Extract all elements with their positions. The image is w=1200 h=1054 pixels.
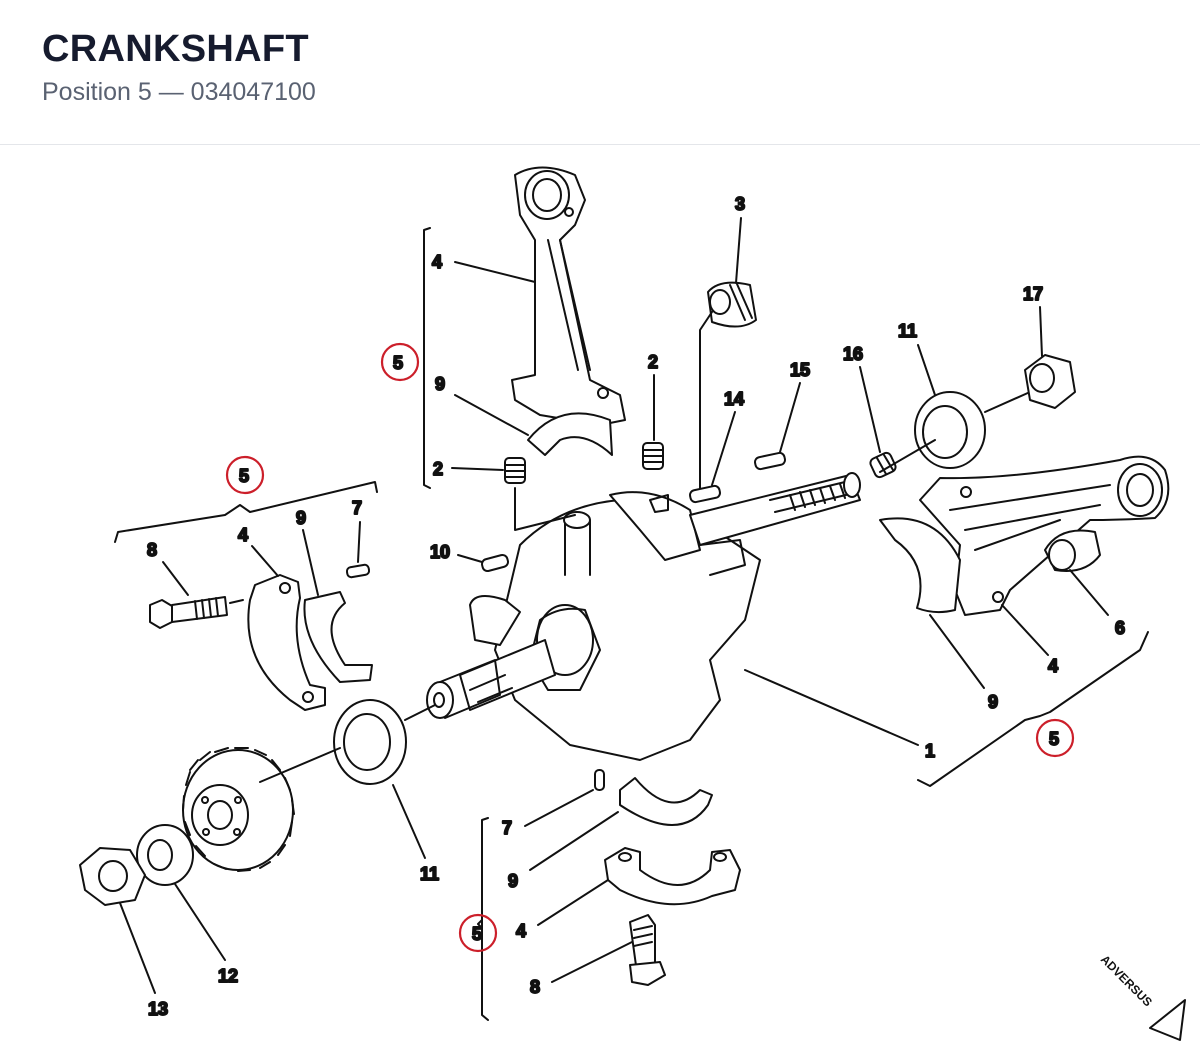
callout-4-right: 4	[1048, 656, 1058, 676]
washer[interactable]	[136, 824, 194, 886]
callout-4-top: 4	[432, 252, 442, 272]
callout-4-bottom: 4	[516, 921, 526, 941]
highlight-5-bottom	[458, 913, 498, 953]
bearing-shell-bottom[interactable]	[619, 777, 713, 826]
callout-2-left: 2	[433, 459, 443, 479]
callout-9-right: 9	[988, 692, 998, 712]
callout-7-bottom: 7	[502, 818, 512, 838]
crankshaft[interactable]	[426, 472, 861, 761]
callout-1: 1	[925, 741, 935, 761]
page-title: CRANKSHAFT	[42, 28, 309, 70]
grub-screw-left[interactable]	[504, 457, 526, 484]
callout-12: 12	[218, 966, 238, 986]
grub-screw-right[interactable]	[642, 442, 664, 470]
callout-9-bottom: 9	[508, 871, 518, 891]
callout-9-top: 9	[435, 374, 445, 394]
callout-9-left: 9	[296, 508, 306, 528]
dowel-7-bottom[interactable]	[594, 769, 605, 791]
flange-nut[interactable]	[1024, 354, 1076, 409]
dowel-15[interactable]	[754, 451, 786, 471]
highlight-5-top	[380, 342, 420, 382]
header: CRANKSHAFT Position 5 — 034047100	[0, 0, 1200, 145]
callout-11-left: 11	[420, 864, 439, 884]
brand-watermark: ADVERSUS	[1098, 952, 1155, 1009]
callout-3: 3	[735, 194, 745, 214]
callout-13: 13	[148, 999, 168, 1019]
cap-bolt-left[interactable]	[149, 596, 228, 629]
hex-nut[interactable]	[79, 847, 146, 906]
callout-14: 14	[724, 389, 744, 409]
callout-10: 10	[430, 542, 450, 562]
bearing-cap-bottom[interactable]	[604, 847, 741, 906]
connecting-rod-top[interactable]	[511, 166, 626, 426]
bearing-cap-left[interactable]	[247, 574, 326, 711]
dowel-10[interactable]	[481, 553, 509, 573]
callout-17: 17	[1023, 284, 1043, 304]
timing-gear[interactable]	[182, 747, 295, 872]
callout-16: 16	[843, 344, 863, 364]
callout-2-right: 2	[648, 352, 658, 372]
callout-15: 15	[790, 360, 810, 380]
oil-seal-right[interactable]	[914, 391, 986, 469]
oil-seal-left[interactable]	[333, 699, 407, 785]
callout-5-bottom: 5	[472, 924, 482, 944]
dowel-7-left[interactable]	[345, 563, 371, 579]
highlight-5-left	[225, 455, 265, 495]
callout-7-left: 7	[352, 498, 362, 518]
callout-8-bottom: 8	[530, 977, 540, 997]
callout-5-top: 5	[393, 353, 403, 373]
bearing-shell-left[interactable]	[303, 591, 373, 683]
bushing[interactable]	[1044, 529, 1101, 572]
connecting-rod-right[interactable]	[919, 455, 1170, 616]
page-subtitle: Position 5 — 034047100	[42, 78, 316, 106]
bearing-shell-right[interactable]	[879, 517, 961, 614]
callout-11-right: 11	[898, 321, 917, 341]
highlight-5-right	[1035, 718, 1075, 758]
brand-arrow-icon	[1149, 999, 1186, 1041]
callout-6: 6	[1115, 618, 1125, 638]
dowel-14[interactable]	[689, 484, 721, 504]
callout-5-left: 5	[239, 466, 249, 486]
bearing-shell-top[interactable]	[527, 412, 613, 456]
cap-bolt-bottom[interactable]	[629, 914, 666, 986]
callout-4-left: 4	[238, 525, 248, 545]
callout-8-left: 8	[147, 540, 157, 560]
callout-5-right: 5	[1049, 729, 1059, 749]
plug[interactable]	[707, 281, 757, 328]
grub-screw-16[interactable]	[869, 451, 897, 479]
